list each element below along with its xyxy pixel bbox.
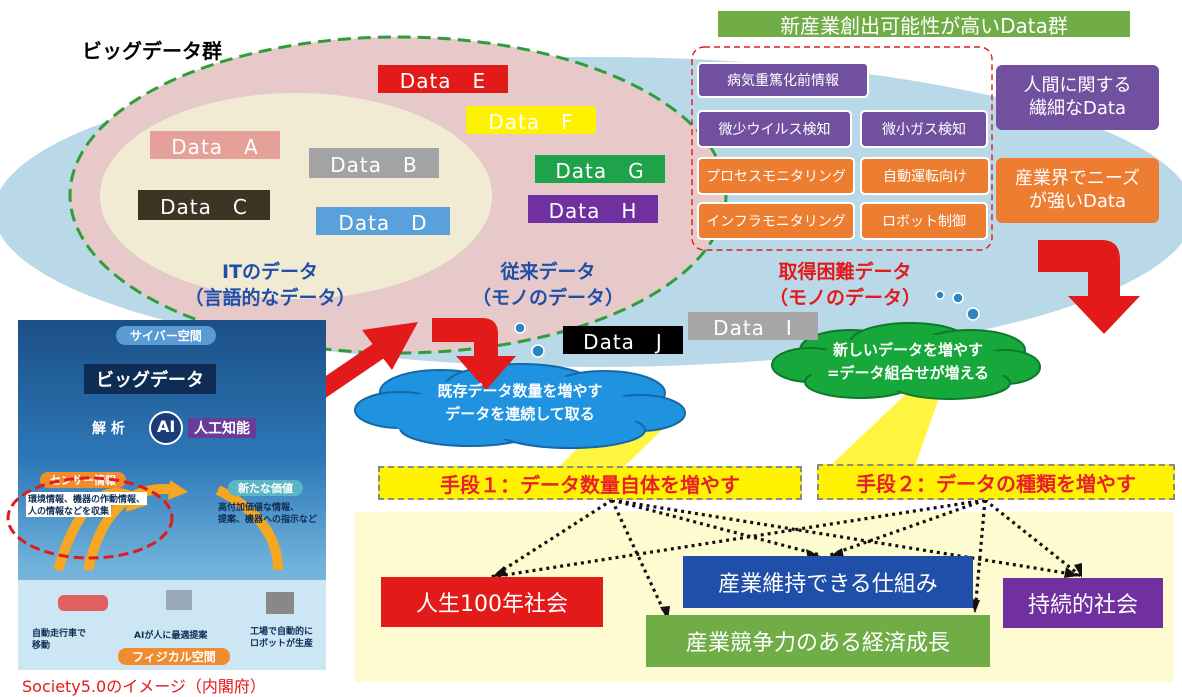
inset-ai-suggest: AIが人に最適提案 <box>134 631 208 641</box>
inset-caption: Society5.0のイメージ（内閣府） <box>22 677 266 696</box>
data-box-d: Data D <box>316 207 450 235</box>
cloud-right-text: 新しいデータを増やす =データ組合せが増える <box>826 341 990 382</box>
bubble-dot <box>531 344 545 358</box>
header-banner: 新産業創出可能性が高いData群 <box>718 11 1130 38</box>
outcome-sustain-industry: 産業維持できる仕組み <box>683 556 973 608</box>
inset-ai-label: AI <box>157 417 176 436</box>
inset-sensor-desc-2: 人の情報などを収集 <box>26 504 112 517</box>
panel-item-gas: 微小ガス検知 <box>860 110 988 148</box>
inset-value-desc-2: 提案、機器への指示など <box>218 515 318 525</box>
data-box-f: Data F <box>466 106 596 134</box>
inset-auto-car-2: 移動 <box>32 641 51 651</box>
human-data-box: 人間に関する繊細なData <box>996 65 1159 130</box>
data-box-c: Data C <box>138 190 270 220</box>
data-box-e: Data E <box>378 65 508 93</box>
inset-ai-text: 人工知能 <box>188 418 256 438</box>
dotted-arrows <box>491 498 1083 621</box>
bubble-dot <box>514 322 526 334</box>
panel-item-autodrive: 自動運転向け <box>860 157 990 195</box>
inset-factory-2: ロボットが生産 <box>250 639 314 649</box>
diagram-title: ビッグデータ群 <box>82 39 222 63</box>
panel-item-robot: ロボット制御 <box>860 202 988 240</box>
inset-factory-1: 工場で自動的に <box>250 627 314 637</box>
inset-new-value-label: 新たな価値 <box>228 480 303 496</box>
data-box-h: Data H <box>528 195 658 223</box>
method-1-box: 手段１：データ数量自体を増やす <box>378 466 802 500</box>
data-box-i: Data I <box>688 312 818 340</box>
inset-bigdata-label: ビッグデータ <box>84 364 216 394</box>
industry-data-box: 産業界でニーズが強いData <box>996 158 1159 223</box>
curved-arrow-left <box>432 318 516 390</box>
inset-value-desc-1: 高付加価値な情報、 <box>218 503 300 513</box>
inset-analysis-label: 解 析 <box>92 421 125 437</box>
cloud-left-text: 既存データ数量を増やす データを連続して取る <box>437 382 603 423</box>
outcome-sustainable-society: 持続的社会 <box>1003 578 1163 628</box>
data-box-g: Data G <box>535 155 665 183</box>
bubble-dot <box>952 292 964 304</box>
bubble-dot <box>935 290 945 300</box>
hard-data-label: 取得困難データ （モノのデータ） <box>768 261 921 309</box>
bubble-dot <box>966 307 980 321</box>
panel-item-virus: 微少ウイルス検知 <box>697 110 852 148</box>
rare-data-frame <box>691 46 993 251</box>
panel-item-disease: 病気重篤化前情報 <box>697 62 869 98</box>
inset-sensor-label: センサー情報 <box>40 472 126 488</box>
panel-item-infra: インフラモニタリング <box>697 202 855 240</box>
panel-item-process: プロセスモニタリング <box>697 157 855 195</box>
inset-physical-label: フィジカル空間 <box>118 648 230 665</box>
data-box-j: Data J <box>563 326 683 354</box>
data-box-b: Data B <box>309 148 439 178</box>
it-data-label: ITのデータ （言語的なデータ） <box>184 261 356 309</box>
diagonal-arrow-head <box>362 322 418 370</box>
conventional-data-label: 従来データ （モノのデータ） <box>471 261 624 309</box>
inset-auto-car-1: 自動走行車で <box>32 629 87 639</box>
outcome-life-100: 人生100年社会 <box>381 577 603 627</box>
curved-arrow-right <box>1038 240 1140 334</box>
outcome-economic-growth: 産業競争力のある経済成長 <box>646 615 990 667</box>
callout-wedge-right <box>830 395 940 466</box>
data-box-a: Data A <box>150 131 280 159</box>
society-inset: サイバー空間 ビッグデータ 解 析 AI 人工知能 センサー情報 環境情報、機器… <box>18 320 326 670</box>
inset-cyber-label: サイバー空間 <box>116 326 216 345</box>
method-2-box: 手段２：データの種類を増やす <box>817 464 1175 500</box>
